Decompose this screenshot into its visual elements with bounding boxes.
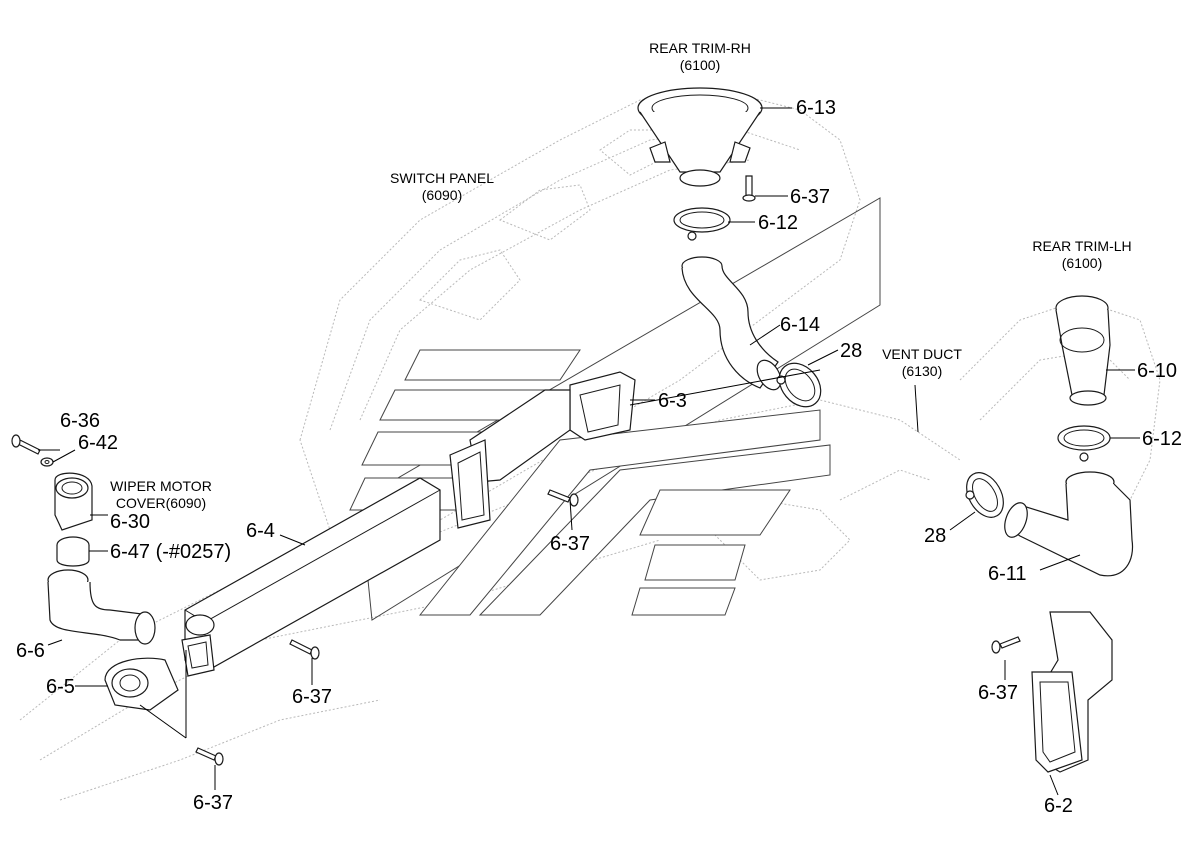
leader-lines (38, 107, 1140, 796)
part-label-6-12-a: 6-12 (758, 212, 799, 234)
hose-6-14 (681, 256, 782, 391)
part-label-6-13: 6-13 (796, 97, 837, 119)
wiper-motor-line1: WIPER MOTOR (110, 478, 212, 494)
switch-panel-name: SWITCH PANEL (390, 170, 494, 186)
rear-trim-lh-code: (6100) (1061, 255, 1103, 271)
screw-6-37-c (289, 639, 320, 660)
part-label-6-37-a: 6-37 (790, 186, 831, 208)
wiper-motor-line2: COVER(6090) (115, 495, 207, 511)
rear-vent-rh-6-13 (637, 87, 763, 187)
part-label-6-37-e: 6-37 (193, 792, 234, 814)
part-label-28-b: 28 (924, 525, 947, 547)
part-label-6-5: 6-5 (46, 676, 75, 698)
vent-duct-code: (6130) (901, 363, 943, 379)
part-label-6-3: 6-3 (658, 390, 687, 412)
label-vent-duct: VENT DUCT (6130) (862, 346, 982, 380)
part-label-6-47: 6-47 (-#0257) (110, 541, 232, 563)
clamp-28-a (776, 362, 822, 408)
screw-6-37-a (742, 175, 756, 202)
rear-trim-rh-code: (6100) (679, 57, 721, 73)
screw-6-36 (11, 434, 41, 455)
vent-duct-name: VENT DUCT (882, 346, 962, 362)
elbow-6-5 (104, 657, 179, 711)
part-label-6-14: 6-14 (780, 314, 821, 336)
label-wiper-motor-cover: WIPER MOTOR COVER(6090) (96, 478, 226, 512)
part-label-6-10: 6-10 (1137, 360, 1178, 382)
clamp-6-12-b (1057, 425, 1111, 462)
hose-6-11 (1004, 471, 1134, 577)
part-label-6-37-d: 6-37 (292, 686, 333, 708)
part-label-6-42: 6-42 (78, 432, 119, 454)
cover-6-30 (54, 472, 93, 531)
clamp-28-b (965, 472, 1004, 518)
label-rear-trim-rh: REAR TRIM-RH (6100) (630, 40, 770, 74)
screw-6-37-b (547, 489, 579, 507)
clamp-6-12-a (673, 207, 731, 241)
part-label-6-37-c: 6-37 (978, 682, 1019, 704)
washer-6-42 (40, 457, 54, 467)
label-switch-panel: SWITCH PANEL (6090) (372, 170, 512, 204)
rear-trim-lh-name: REAR TRIM-LH (1032, 238, 1132, 254)
rear-trim-rh-name: REAR TRIM-RH (649, 40, 751, 56)
pipe-6-6 (47, 569, 156, 645)
switch-panel-code: (6090) (421, 187, 463, 203)
duct-6-2 (1031, 611, 1113, 773)
screw-6-37-d (991, 636, 1021, 654)
part-label-6-4: 6-4 (246, 520, 275, 542)
part-label-6-6: 6-6 (16, 640, 45, 662)
label-rear-trim-lh: REAR TRIM-LH (6100) (1012, 238, 1152, 272)
part-label-6-30: 6-30 (110, 511, 151, 533)
part-label-28-a: 28 (840, 340, 863, 362)
duct-6-3 (449, 371, 636, 529)
sleeve-6-47 (56, 536, 90, 567)
duct-6-4 (181, 477, 441, 677)
part-label-6-36: 6-36 (60, 410, 101, 432)
part-label-6-2: 6-2 (1044, 795, 1073, 817)
part-label-6-37-b: 6-37 (550, 533, 591, 555)
rear-vent-lh-6-10 (1055, 295, 1111, 406)
screw-6-37-e (195, 747, 224, 766)
part-label-6-12-b: 6-12 (1142, 428, 1183, 450)
part-label-6-11: 6-11 (988, 563, 1027, 585)
